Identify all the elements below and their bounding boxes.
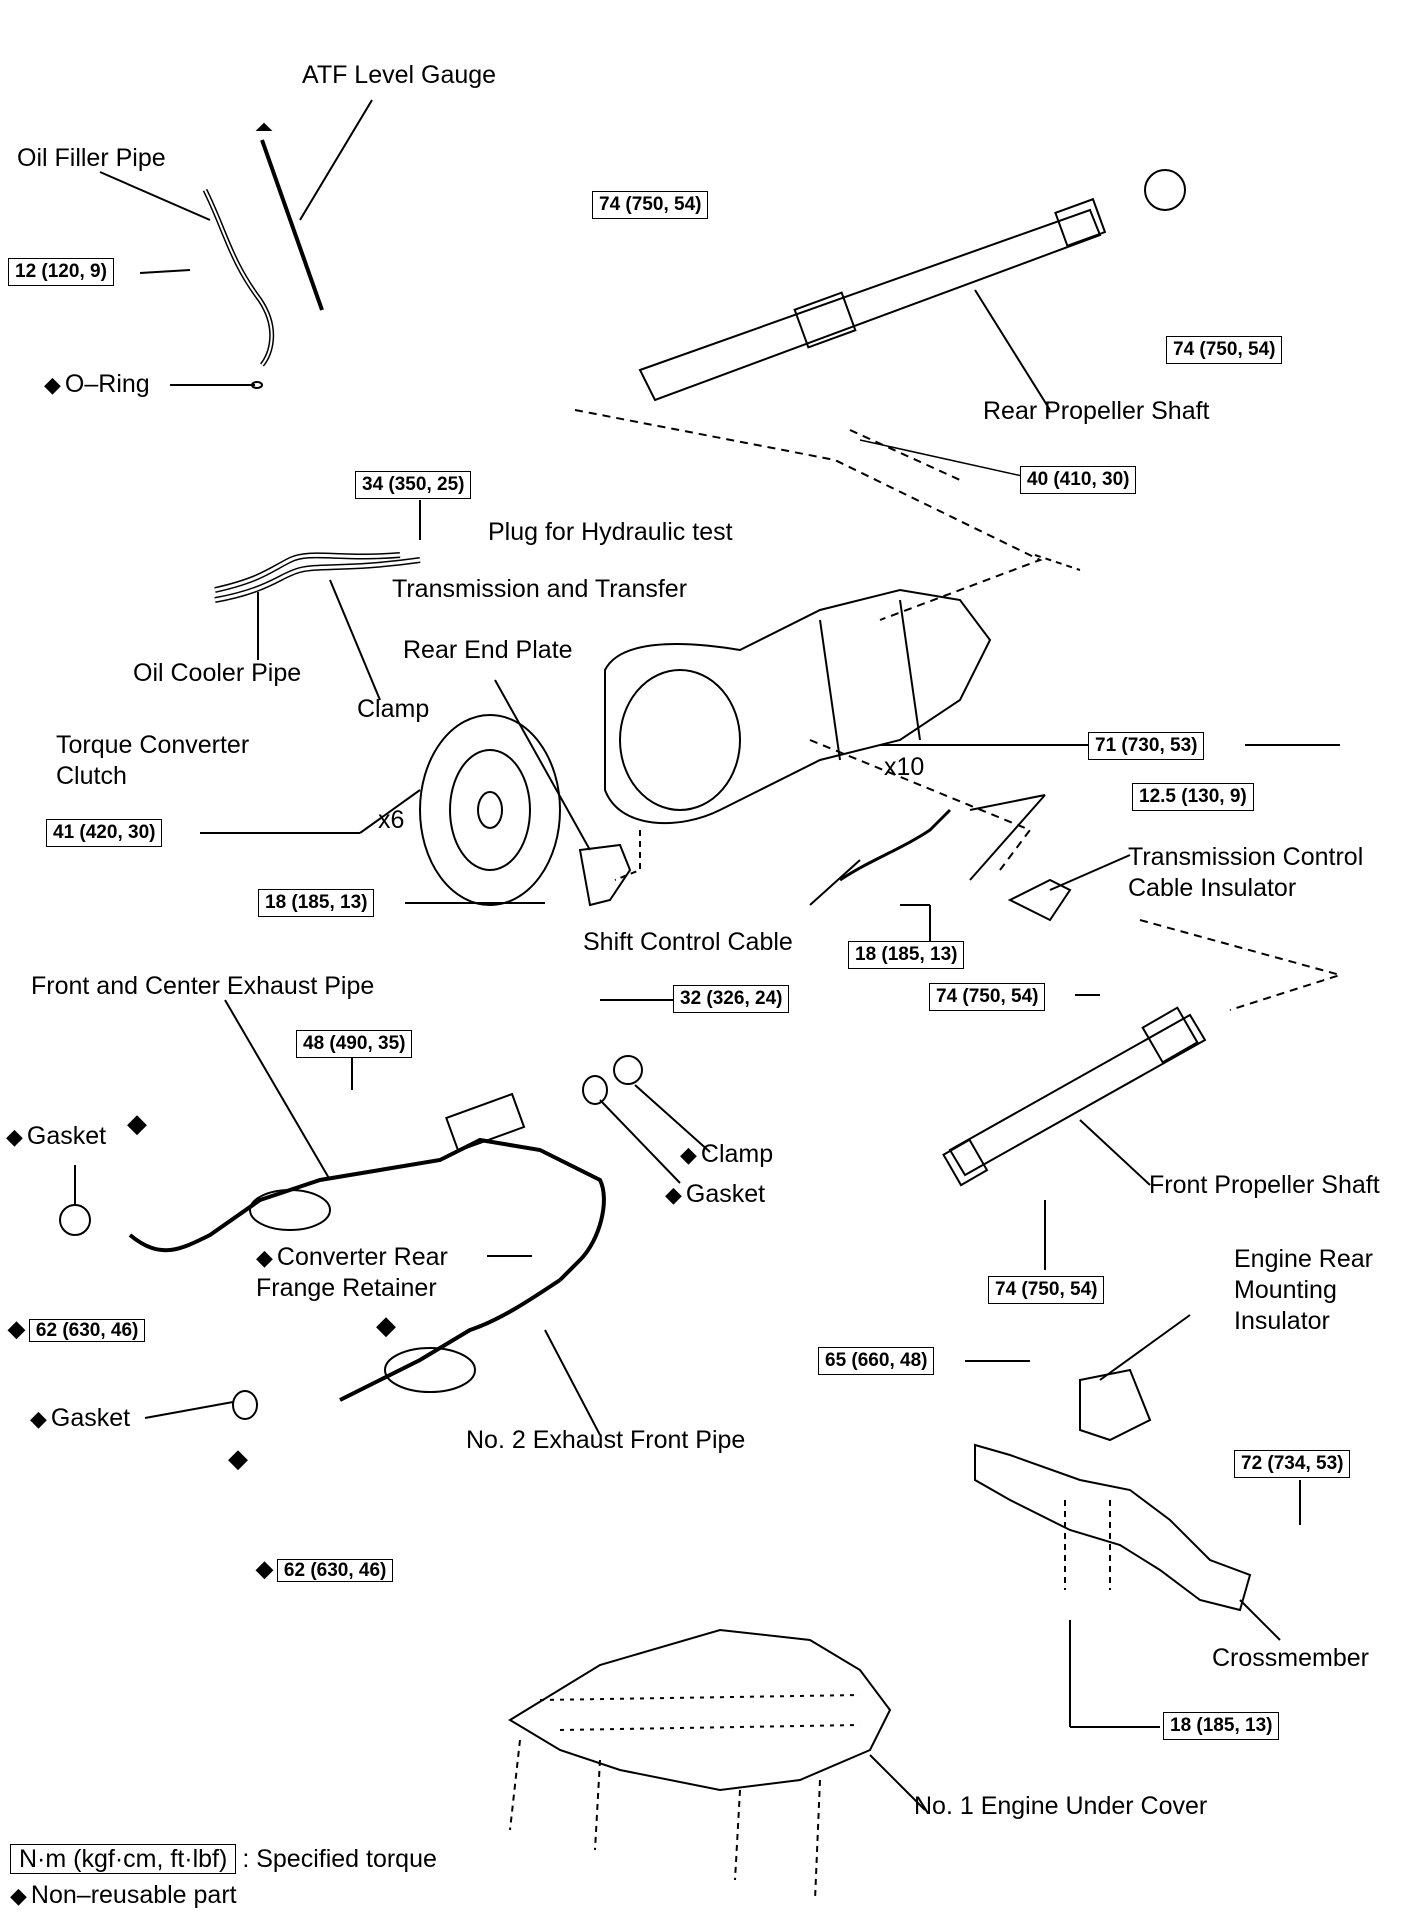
label-rear-propeller-shaft: Rear Propeller Shaft [983,397,1210,425]
nonreusable-symbol: ◆ [44,372,61,397]
label-oil-cooler-pipe: Oil Cooler Pipe [133,659,302,687]
label-converter-rear-retainer: ◆Converter Rear Frange Retainer [256,1242,496,1304]
torque-74-front-lower: 74 (750, 54) [988,1276,1105,1304]
cable-insulator-part [1007,854,1131,922]
label-no2-exhaust-front-pipe: No. 2 Exhaust Front Pipe [466,1426,746,1454]
torque-74-top: 74 (750, 54) [592,191,709,219]
nonreusable-symbol: ◆ [665,1182,682,1207]
torque-62-left-box: 62 (630, 46) [28,1319,146,1342]
label-gasket-lower-text: Gasket [50,1404,131,1432]
legend-nonreusable: ◆Non–reusable part [10,1880,237,1911]
label-gasket-left-text: Gasket [26,1122,107,1150]
label-o-ring-text: O–Ring [64,370,150,398]
crossmember-part [965,1314,1301,1728]
nonreusable-symbol: ◆ [680,1142,697,1167]
label-gasket-lower: ◆Gasket [30,1404,130,1433]
legend-torque-desc: : Specified torque [242,1845,437,1873]
torque-18-cable: 18 (185, 13) [848,941,965,969]
nonreusable-symbol: ◆ [256,1245,273,1270]
label-oil-filler-pipe: Oil Filler Pipe [17,144,166,172]
label-rear-end-plate: Rear End Plate [403,636,573,664]
torque-18-cross: 18 (185, 13) [1163,1712,1280,1740]
torque-71: 71 (730, 53) [1088,732,1205,760]
label-transmission-control-cable-insulator: Transmission Control Cable Insulator [1128,843,1364,902]
label-front-propeller-shaft: Front Propeller Shaft [1149,1171,1380,1199]
engine-under-cover-part [508,1628,926,1901]
torque-72: 72 (734, 53) [1234,1450,1351,1478]
nonreusable-symbol: ◆ [256,1556,273,1581]
torque-converter-part [200,714,561,906]
label-converter-rear-retainer-text: Converter Rear Frange Retainer [256,1243,448,1302]
torque-74-front: 74 (750, 54) [929,983,1046,1011]
rear-end-plate-part [405,679,641,907]
label-shift-control-cable: Shift Control Cable [583,928,793,956]
torque-48: 48 (490, 35) [296,1030,413,1058]
label-transmission-transfer: Transmission and Transfer [392,575,688,603]
atf-level-gauge-part [255,99,373,311]
label-gasket-mid: ◆Gasket [665,1180,765,1209]
legend-torque: N·m (kgf·cm, ft·lbf): Specified torque [10,1844,437,1874]
nonreusable-symbol: ◆ [6,1124,23,1149]
nonreusable-symbol: ◆ [8,1316,25,1341]
label-no1-engine-under-cover: No. 1 Engine Under Cover [914,1792,1208,1820]
rear-propeller-shaft-part [574,169,1186,621]
torque-40: 40 (410, 30) [1020,466,1137,494]
oil-cooler-pipe-part [214,500,421,701]
transmission-body-part [604,554,1344,1011]
oil-filler-pipe-part [99,171,275,389]
label-clamp-upper: Clamp [357,695,430,723]
label-gasket-left: ◆Gasket [6,1122,106,1151]
label-front-center-exhaust-pipe: Front and Center Exhaust Pipe [31,972,375,1000]
torque-62-left: ◆62 (630, 46) [8,1316,146,1344]
torque-62-lower: ◆62 (630, 46) [256,1556,394,1584]
label-o-ring: ◆O–Ring [44,370,150,399]
label-engine-rear-mounting-insulator: Engine Rear Mounting Insulator [1234,1245,1373,1335]
torque-12-5: 12.5 (130, 9) [1132,783,1254,811]
label-gasket-mid-text: Gasket [685,1180,766,1208]
torque-41: 41 (420, 30) [46,819,163,847]
label-clamp-lower: ◆Clamp [680,1140,773,1169]
torque-18-plate: 18 (185, 13) [258,889,375,917]
nonreusable-marker: ◆ [127,1108,147,1138]
exhaust-pipe-part [59,999,711,1436]
label-x10: x10 [884,753,925,781]
nonreusable-marker: ◆ [376,1310,396,1340]
nonreusable-marker: ◆ [228,1443,248,1473]
torque-74-right: 74 (750, 54) [1166,336,1283,364]
legend-nonreusable-text: Non–reusable part [30,1881,237,1909]
torque-32: 32 (326, 24) [673,985,790,1013]
shift-control-cable-part [809,794,1046,950]
nonreusable-symbol: ◆ [30,1406,47,1431]
label-clamp-lower-text: Clamp [700,1140,774,1168]
label-atf-level-gauge: ATF Level Gauge [302,61,497,89]
label-torque-converter-clutch: Torque Converter Clutch [56,731,250,790]
label-x6: x6 [378,806,405,834]
front-propeller-shaft-part [942,994,1207,1270]
label-crossmember: Crossmember [1212,1644,1369,1672]
label-plug-hydraulic-test: Plug for Hydraulic test [488,518,733,546]
nonreusable-symbol: ◆ [10,1883,27,1908]
torque-62-lower-box: 62 (630, 46) [276,1559,394,1582]
torque-34: 34 (350, 25) [355,471,472,499]
torque-65: 65 (660, 48) [818,1347,935,1375]
torque-12-120-9: 12 (120, 9) [8,258,114,286]
legend-torque-unit: N·m (kgf·cm, ft·lbf) [10,1844,237,1874]
